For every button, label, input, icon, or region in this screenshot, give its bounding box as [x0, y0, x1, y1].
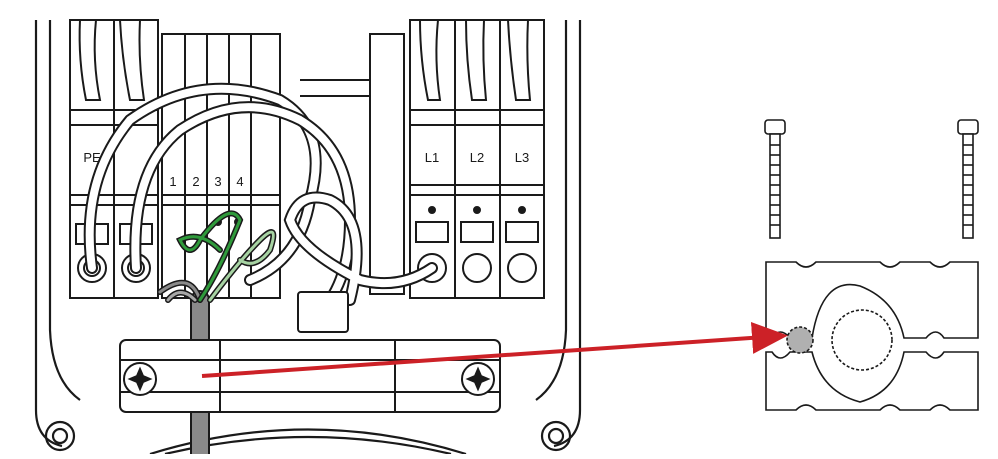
looped-wires [83, 82, 438, 306]
separator-bracket [300, 33, 405, 295]
label-4: 4 [236, 174, 243, 189]
label-pe: PE [83, 150, 101, 165]
torx-screw-icon [123, 362, 157, 396]
enclosure [34, 20, 582, 456]
terminal-block-l [409, 19, 545, 299]
label-2: 2 [192, 174, 199, 189]
clamp-holes [786, 309, 893, 371]
cable-sleeve [297, 291, 349, 333]
clamp-bar-bottom [765, 351, 979, 411]
label-l1: L1 [425, 150, 439, 165]
data-cable [157, 210, 277, 459]
pointer-arrow [201, 321, 788, 378]
label-l3: L3 [515, 150, 529, 165]
clamp-screw-right [957, 119, 979, 239]
label-3: 3 [214, 174, 221, 189]
supply-wires [78, 19, 532, 101]
label-l2: L2 [470, 150, 484, 165]
label-1: 1 [169, 174, 176, 189]
torx-screw-icon [461, 362, 495, 396]
terminal-block-numbered [161, 33, 281, 299]
clamp-screw-left [764, 119, 786, 239]
cable-clamp [119, 339, 501, 413]
